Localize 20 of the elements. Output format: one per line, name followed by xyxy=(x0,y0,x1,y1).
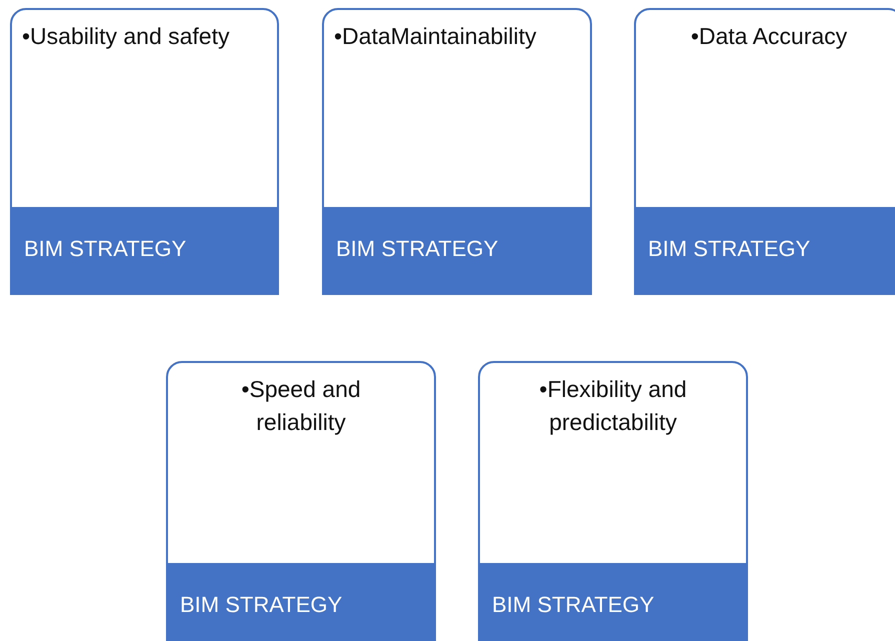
card xyxy=(478,361,748,641)
card-heading: •Speed and reliability xyxy=(240,375,362,437)
card xyxy=(634,8,895,295)
label-band xyxy=(324,207,590,293)
band-label: BIM STRATEGY xyxy=(492,592,654,618)
label-band xyxy=(636,207,895,293)
card-heading: •Usability and safety xyxy=(22,22,230,51)
band-label: BIM STRATEGY xyxy=(180,592,342,618)
label-band xyxy=(480,563,746,641)
card-heading: •DataMaintainability xyxy=(334,22,538,51)
card xyxy=(322,8,592,295)
label-band xyxy=(12,207,277,293)
band-label: BIM STRATEGY xyxy=(336,236,498,262)
card-heading: •Data Accuracy xyxy=(690,22,848,51)
label-band xyxy=(168,563,434,641)
band-label: BIM STRATEGY xyxy=(648,236,810,262)
card xyxy=(166,361,436,641)
band-label: BIM STRATEGY xyxy=(24,236,186,262)
card-heading: •Flexibility and predictability xyxy=(538,375,688,437)
card xyxy=(10,8,279,295)
